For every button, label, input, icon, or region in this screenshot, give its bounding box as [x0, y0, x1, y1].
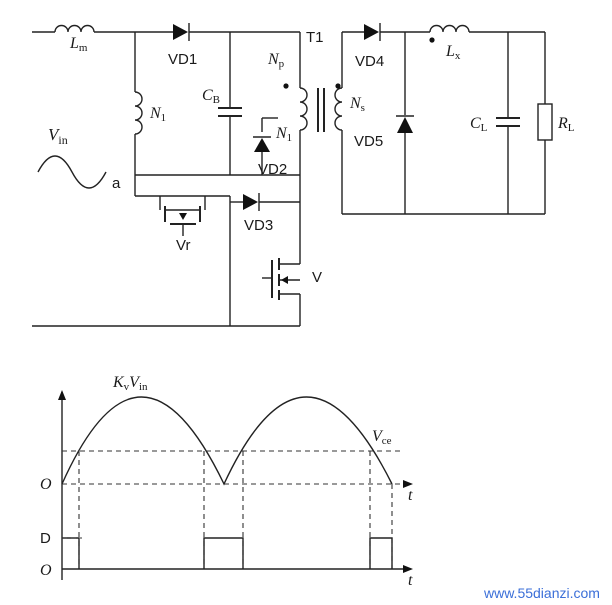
label-a: a	[112, 175, 121, 192]
label-cb: CB	[202, 87, 220, 106]
label-vd1: VD1	[168, 51, 197, 68]
label-vd2: VD2	[258, 161, 287, 178]
label-vr: Vr	[176, 237, 190, 254]
vin-source-wave	[37, 155, 107, 189]
inductor-lm	[54, 24, 95, 33]
label-v: V	[312, 269, 322, 286]
capacitor-cl	[496, 117, 520, 127]
label-vd5: VD5	[354, 133, 383, 150]
drive-pulses	[62, 537, 393, 569]
label-cl: CL	[470, 115, 488, 134]
diode-vd4	[364, 23, 381, 41]
inductor-n1-left	[134, 91, 143, 135]
axis-t-top-arrow	[403, 480, 413, 488]
label-n1-right: N1	[275, 125, 292, 144]
label-t-top: t	[408, 487, 413, 504]
rectified-sine-wave	[61, 396, 393, 486]
circuit	[32, 23, 553, 327]
inductor-ns	[334, 87, 343, 131]
label-np: Np	[267, 51, 285, 70]
inductor-np	[299, 87, 308, 131]
label-d: D	[40, 530, 51, 547]
label-kv-vin: KvVin	[112, 374, 148, 393]
dot-np	[283, 83, 289, 89]
resistor-rl	[537, 103, 553, 141]
wire	[135, 195, 231, 326]
label-ns: Ns	[349, 95, 365, 114]
diode-vd5	[396, 115, 414, 133]
label-t-bottom: t	[408, 572, 413, 589]
label-n1-left: N1	[149, 105, 166, 124]
label-rl: RL	[557, 115, 575, 134]
waveform	[58, 390, 413, 580]
axis-y-arrow	[58, 390, 66, 400]
waveform-labels: KvVin Vce O t D O t	[40, 374, 413, 589]
dot-ns	[335, 83, 341, 89]
label-origin-top: O	[40, 476, 52, 493]
diode-vd2	[253, 136, 271, 152]
label-vd3: VD3	[244, 217, 273, 234]
watermark-text: www.55dianzi.com	[483, 585, 600, 601]
label-vce: Vce	[372, 428, 392, 447]
crossing-guides	[78, 451, 393, 569]
label-vin: Vin	[48, 125, 68, 147]
diode-vd1	[173, 23, 190, 41]
label-t1: T1	[306, 29, 324, 46]
label-origin-bottom: O	[40, 562, 52, 579]
transformer-core	[317, 88, 325, 132]
label-vd4: VD4	[355, 53, 384, 70]
mosfet-v	[262, 258, 301, 326]
wire	[259, 175, 301, 258]
axis-t-bottom-arrow	[403, 565, 413, 573]
dot-lx	[429, 37, 435, 43]
label-lx: Lx	[445, 43, 461, 62]
diode-vd3	[243, 193, 260, 211]
capacitor-cb	[218, 107, 242, 117]
mosfet-vr	[159, 196, 206, 236]
label-lm: Lm	[69, 35, 88, 54]
inductor-lx	[429, 24, 470, 33]
circuit-labels: Lm VD1 T1 VD4 Lx Np CB N1 N1 Ns Vin a VD…	[48, 29, 575, 286]
